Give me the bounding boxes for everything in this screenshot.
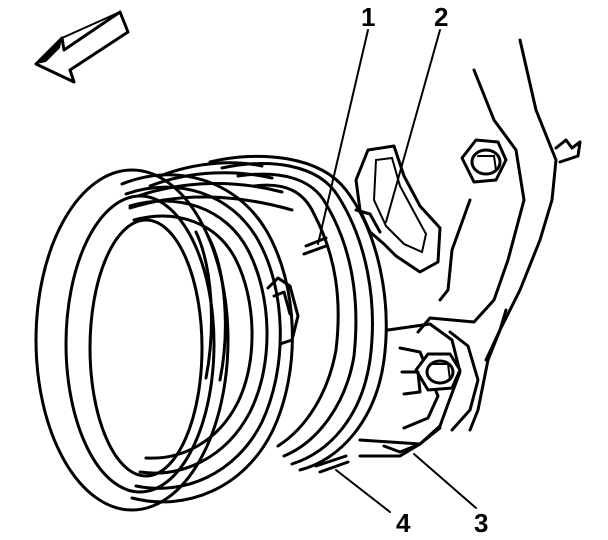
pulley-hub bbox=[128, 154, 388, 472]
callout-1: 1 bbox=[361, 2, 375, 32]
leader-lines bbox=[317, 29, 477, 513]
direction-arrow-icon bbox=[34, 10, 130, 84]
leader-line-4 bbox=[335, 469, 391, 513]
upper-bolt-icon bbox=[460, 138, 508, 184]
callout-2: 2 bbox=[434, 2, 448, 32]
pulley-face bbox=[34, 168, 294, 512]
lower-bolt-icon bbox=[400, 352, 462, 396]
leader-line-2 bbox=[385, 29, 441, 223]
timing-mark-lower bbox=[314, 454, 350, 474]
leader-line-3 bbox=[413, 453, 477, 509]
pulley-key bbox=[266, 276, 300, 346]
timing-mark-upper bbox=[302, 236, 328, 256]
mounting-plate bbox=[354, 144, 442, 274]
leader-line-1 bbox=[317, 29, 369, 245]
mounting-bracket bbox=[416, 38, 582, 432]
callout-4: 4 bbox=[396, 508, 411, 538]
callout-3: 3 bbox=[474, 508, 488, 538]
lower-bracket-arm bbox=[358, 322, 462, 458]
